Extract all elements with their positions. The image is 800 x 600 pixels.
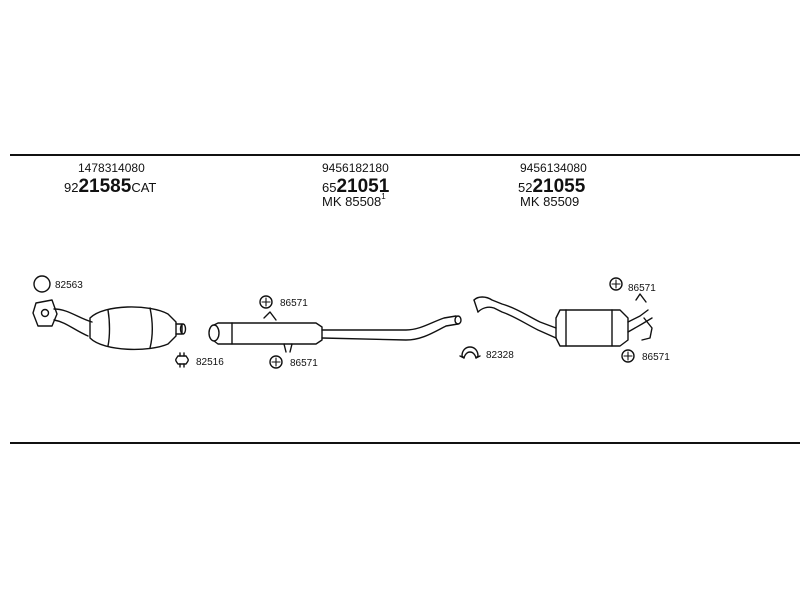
label-82328: 82328	[486, 350, 514, 361]
gasket-icon	[459, 346, 481, 359]
part-code-1: 9221585CAT	[64, 177, 156, 196]
part-code-suffix: CAT	[131, 180, 157, 195]
part-code-prefix: 92	[64, 180, 79, 195]
nut-icon	[259, 295, 273, 309]
nut-icon	[621, 349, 635, 363]
part-code-prefix: 52	[518, 180, 533, 195]
label-86571-b: 86571	[290, 358, 318, 369]
rear-silencer	[473, 293, 653, 347]
part-ref-1: 1478314080	[78, 161, 145, 175]
catalytic-converter	[32, 299, 187, 351]
part-code-main: 21585	[78, 176, 132, 197]
part-ref-2: 9456182180	[322, 161, 389, 175]
part-mk-label: MK 85508	[322, 194, 382, 209]
part-mk-2: MK 855081	[322, 192, 386, 209]
label-82563: 82563	[55, 280, 83, 291]
part-ref-3: 9456134080	[520, 161, 587, 175]
bottom-rule	[10, 442, 800, 444]
label-86571-d: 86571	[642, 352, 670, 363]
label-86571-a: 86571	[280, 298, 308, 309]
clamp-icon	[175, 352, 189, 368]
nut-icon	[269, 355, 283, 369]
part-mk-sup: 1	[381, 192, 386, 201]
part-code-main: 21055	[532, 176, 586, 197]
middle-silencer	[208, 311, 462, 353]
part-code-prefix: 65	[322, 180, 337, 195]
ring-icon	[33, 275, 51, 293]
part-code-main: 21051	[336, 176, 390, 197]
part-code-2: 6521051	[322, 177, 389, 196]
part-mk-3: MK 85509	[520, 194, 580, 209]
part-code-3: 5221055	[518, 177, 585, 196]
label-82516: 82516	[196, 357, 224, 368]
nut-icon	[609, 277, 623, 291]
label-86571-c: 86571	[628, 283, 656, 294]
top-rule	[10, 154, 800, 156]
